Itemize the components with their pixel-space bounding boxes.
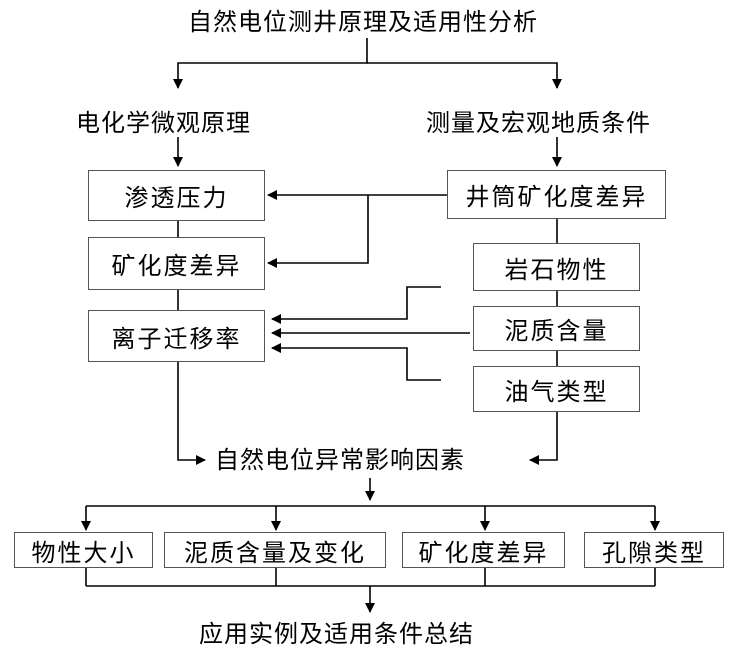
arrow-wellbore-to-mineralization [267, 195, 369, 268]
box-mineralization-diff-left: 矿化度差异 [88, 237, 265, 290]
diagram-title: 自然电位测井原理及适用性分析 [188, 8, 538, 36]
box-pore-type: 孔隙类型 [584, 532, 724, 568]
conclusion-label: 应用实例及适用条件总结 [199, 620, 474, 648]
arrow-title-to-left-branch [173, 38, 368, 89]
box-hydrocarbon-type: 油气类型 [473, 366, 640, 412]
arrow-rock-props-to-ion [271, 286, 441, 324]
right-branch-label: 测量及宏观地质条件 [426, 109, 651, 137]
arrow-oil-to-ion [271, 343, 441, 381]
box-wellbore-mineralization: 井筒矿化度差异 [447, 170, 666, 219]
box-osmotic-pressure: 渗透压力 [88, 170, 265, 221]
box-clay-content-change: 泥质含量及变化 [164, 532, 386, 568]
box-ion-migration-rate: 离子迁移率 [88, 310, 265, 362]
arrow-right-to-merge [529, 412, 558, 465]
box-rock-properties: 岩石物性 [473, 243, 640, 291]
left-branch-label: 电化学微观原理 [76, 109, 251, 137]
box-physical-properties: 物性大小 [14, 532, 153, 568]
arrow-title-to-right-branch [367, 62, 562, 89]
box-mineralization-diff-bottom: 矿化度差异 [402, 532, 565, 568]
merge-node-label: 自然电位异常影响因素 [215, 446, 465, 474]
arrow-left-to-merge [177, 362, 206, 465]
box-clay-content: 泥质含量 [473, 306, 640, 351]
